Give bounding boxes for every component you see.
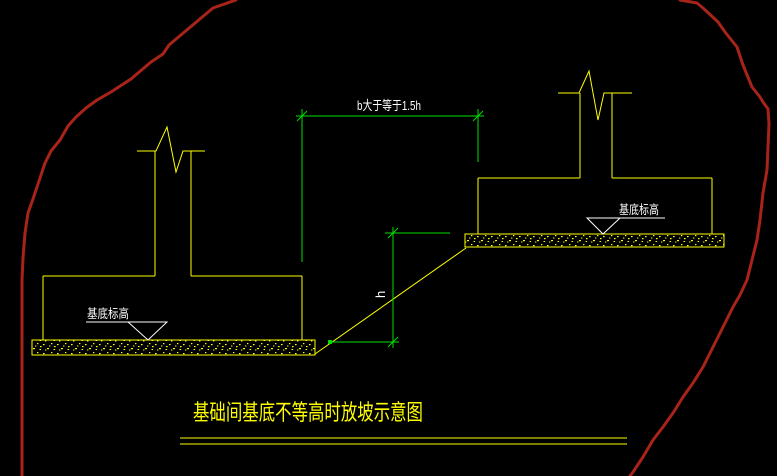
right-elevation-triangle-icon xyxy=(585,217,622,235)
right-bedding-slab xyxy=(464,233,725,248)
left-elevation-marker: 基底标高 xyxy=(86,306,169,341)
right-wall-break-icon xyxy=(558,69,632,121)
drawing-title-block: 基础间基底不等高时放坡示意图 xyxy=(180,400,627,445)
left-elevation-label: 基底标高 xyxy=(87,306,129,321)
right-elevation-label: 基底标高 xyxy=(619,202,659,217)
dim-h-label: h xyxy=(373,291,388,298)
drawing-title: 基础间基底不等高时放坡示意图 xyxy=(193,400,423,425)
right-elevation-marker: 基底标高 xyxy=(585,202,665,235)
left-foundation xyxy=(31,125,316,356)
dim-b-tick-left xyxy=(296,110,308,122)
region-boundary xyxy=(20,0,771,476)
dim-h-grip-dot xyxy=(328,340,332,344)
dim-h-tick-bottom xyxy=(387,336,399,348)
slope-line xyxy=(314,247,467,355)
left-wall-break-icon xyxy=(137,125,205,174)
region-boundary-right-path xyxy=(628,0,771,476)
dimension-b: b大于等于1.5h xyxy=(296,98,484,262)
dim-b-tick-right xyxy=(472,110,484,122)
region-boundary-left-path xyxy=(20,0,238,476)
right-foundation xyxy=(464,69,725,248)
dimension-h: h xyxy=(328,227,450,348)
left-elevation-triangle-icon xyxy=(126,321,169,341)
dim-h-tick-top xyxy=(387,227,399,239)
dim-b-label: b大于等于1.5h xyxy=(357,98,421,113)
left-bedding-slab xyxy=(31,339,316,356)
